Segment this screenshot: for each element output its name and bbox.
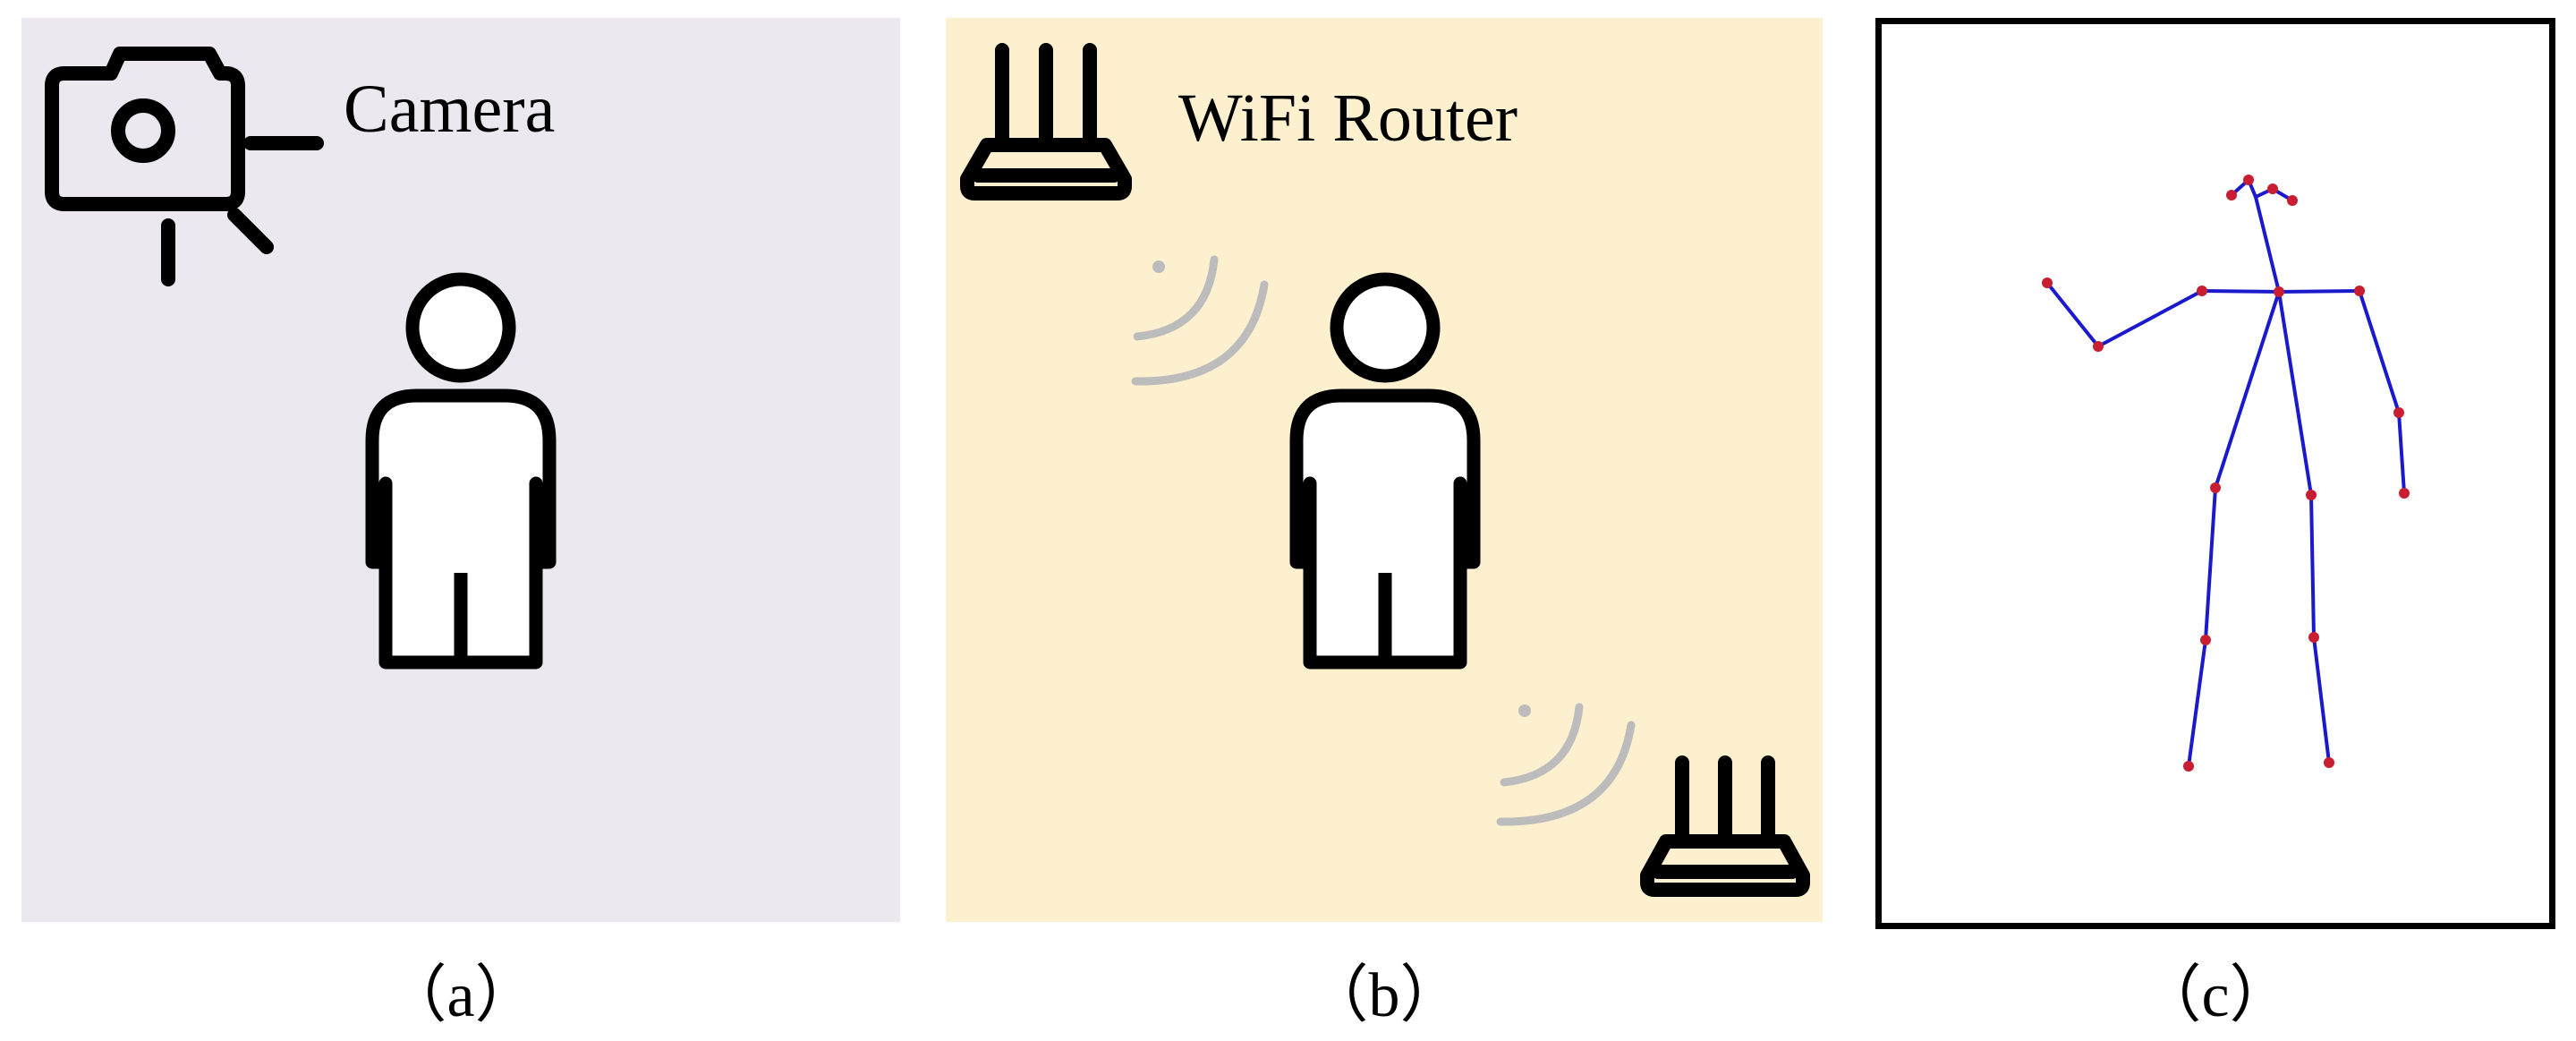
panel-wifi-scene: WiFi Router — [946, 18, 1823, 922]
camera-label: Camera — [344, 72, 556, 147]
wifi-signal-icon — [1496, 703, 1636, 826]
wifi-scene-svg — [960, 43, 1810, 897]
wifi-router-label: WiFi Router — [1178, 81, 1518, 156]
person-icon — [365, 272, 557, 670]
joint — [2042, 277, 2053, 288]
router-icon — [960, 43, 1132, 201]
skeleton-bones — [2045, 178, 2406, 768]
camera-scene-svg — [45, 47, 557, 670]
router-icon — [1640, 755, 1810, 897]
joint — [2093, 341, 2104, 352]
skeleton-joints — [2042, 175, 2410, 772]
joint — [2274, 286, 2284, 297]
panel-camera-scene: Camera — [21, 18, 900, 922]
camera-icon — [45, 47, 324, 286]
joint — [2399, 488, 2410, 499]
person-icon — [1289, 272, 1481, 670]
joint — [2393, 407, 2404, 418]
joint — [2308, 632, 2319, 643]
joint — [2287, 195, 2298, 206]
wifi-signal-icon — [1131, 255, 1269, 386]
caption-b: （b） — [1305, 961, 1463, 1030]
caption-c: （c） — [2138, 961, 2292, 1030]
joint — [2354, 286, 2365, 296]
joint — [2197, 286, 2207, 296]
joint — [2267, 183, 2278, 194]
panel-skeleton-pose — [1875, 18, 2555, 929]
caption-a: （a） — [384, 961, 538, 1030]
joint — [2306, 490, 2317, 500]
joint — [2324, 757, 2334, 768]
joint — [2200, 635, 2211, 645]
skeleton-svg — [2042, 175, 2410, 772]
joint — [2210, 482, 2221, 493]
joint — [2243, 175, 2254, 185]
joint — [2183, 761, 2194, 772]
joint — [2226, 190, 2237, 201]
